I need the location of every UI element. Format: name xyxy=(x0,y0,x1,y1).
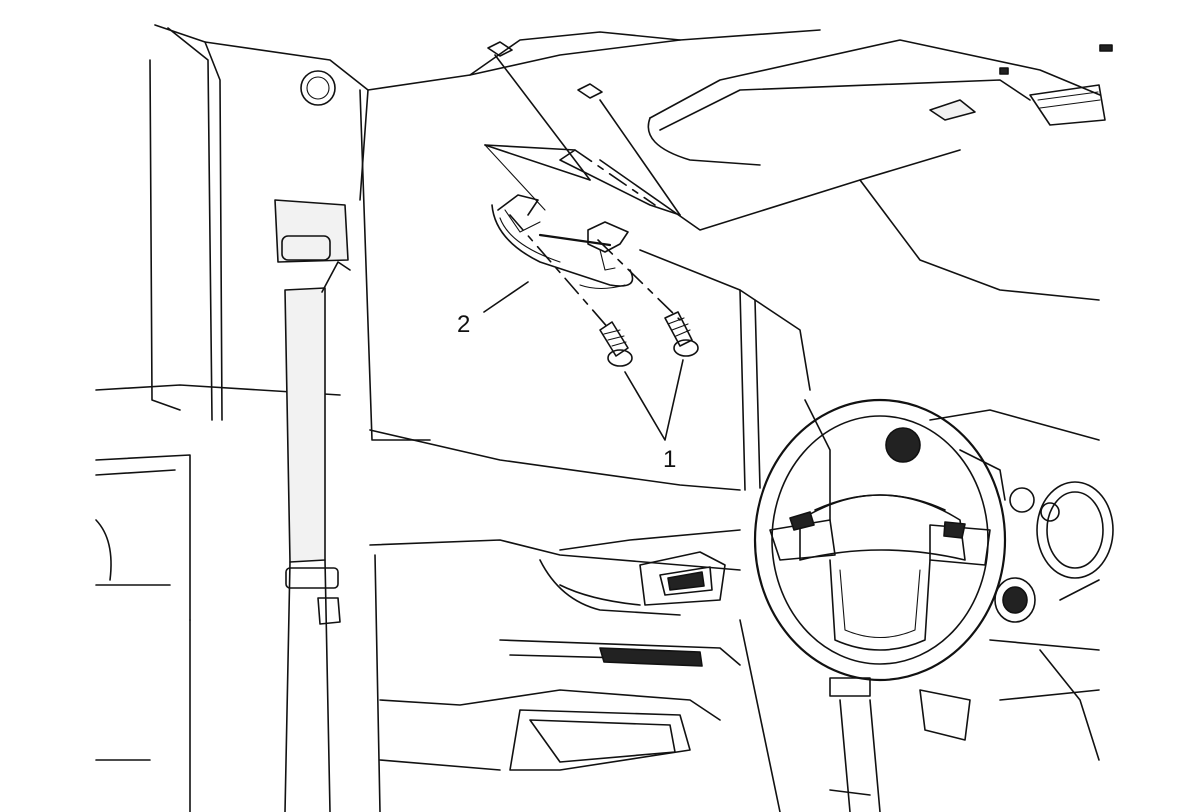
bolt-right xyxy=(664,311,699,357)
headliner xyxy=(367,29,1113,166)
installation-leader-lines xyxy=(484,41,681,331)
callout-leaders xyxy=(483,281,684,441)
callout-label-bolts: 1 xyxy=(663,446,677,473)
instrument-panel xyxy=(829,409,1114,796)
front-door-panel xyxy=(369,529,781,812)
bolt-left xyxy=(599,321,633,367)
bolts xyxy=(599,311,699,367)
grab-handle-trim-panel xyxy=(491,194,634,290)
a-pillar-window xyxy=(369,144,1100,521)
seat-belt xyxy=(274,199,351,812)
callout-label-trim-panel: 2 xyxy=(457,311,471,338)
steering-wheel xyxy=(753,398,1007,812)
b-pillar xyxy=(95,24,431,812)
